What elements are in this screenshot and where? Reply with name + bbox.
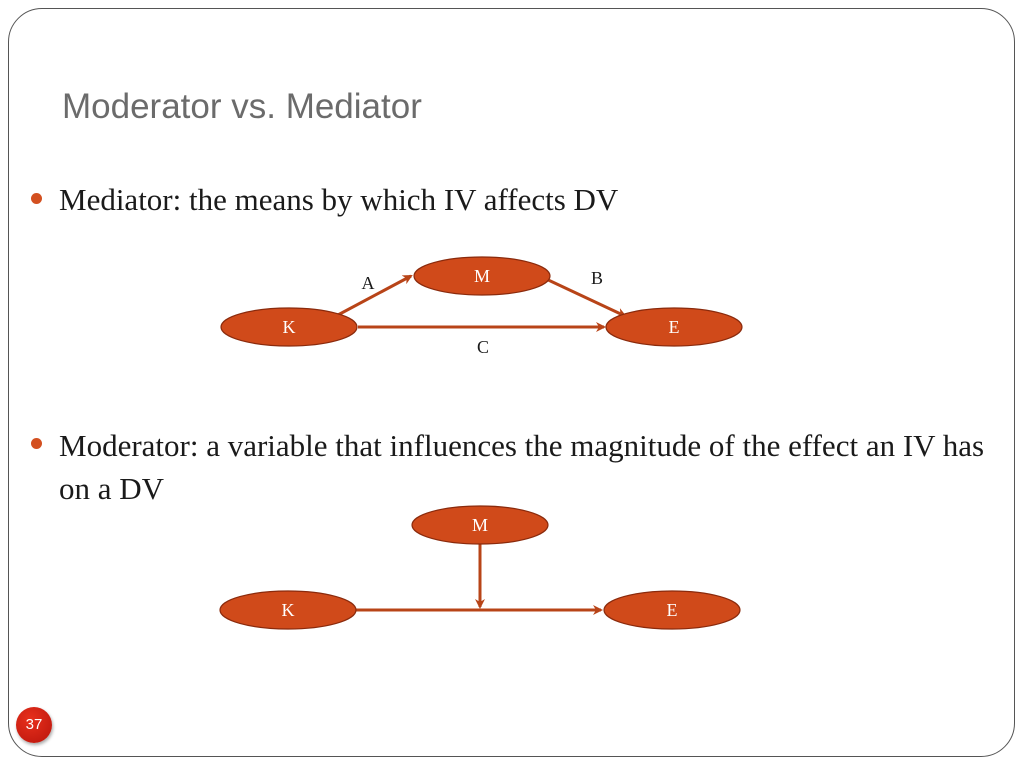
page-number-badge: 37 bbox=[16, 707, 52, 743]
moderator-node-k-label: K bbox=[282, 600, 295, 620]
moderator-node-k bbox=[219, 590, 357, 630]
mediator-node-m bbox=[413, 256, 551, 296]
moderator-diagram: K M E bbox=[219, 505, 741, 630]
mediator-edge-b bbox=[543, 276, 627, 318]
moderator-node-e bbox=[603, 590, 741, 630]
moderator-node-e-label: E bbox=[667, 600, 678, 620]
mediator-edge-a bbox=[335, 274, 413, 318]
mediator-node-k bbox=[220, 307, 358, 347]
bullet-moderator: Moderator: a variable that influences th… bbox=[59, 428, 985, 506]
bullet-mediator: Mediator: the means by which IV affects … bbox=[59, 182, 619, 217]
mediator-node-k-label: K bbox=[283, 317, 296, 337]
bullet-dot-icon bbox=[31, 438, 42, 449]
mediator-diagram: K M E A B C bbox=[220, 256, 743, 357]
moderator-node-m bbox=[411, 505, 549, 545]
mediator-node-e-label: E bbox=[669, 317, 680, 337]
moderator-node-m-label: M bbox=[472, 515, 488, 535]
mediator-edge-c-label: C bbox=[477, 337, 489, 357]
mediator-edge-b-label: B bbox=[591, 268, 603, 288]
bullet-dot-icon bbox=[31, 193, 42, 204]
mediator-node-m-label: M bbox=[474, 266, 490, 286]
slide-title: Moderator vs. Mediator bbox=[62, 87, 422, 126]
slide-frame bbox=[8, 8, 1015, 757]
mediator-edge-a-label: A bbox=[362, 273, 375, 293]
mediator-node-e bbox=[605, 307, 743, 347]
